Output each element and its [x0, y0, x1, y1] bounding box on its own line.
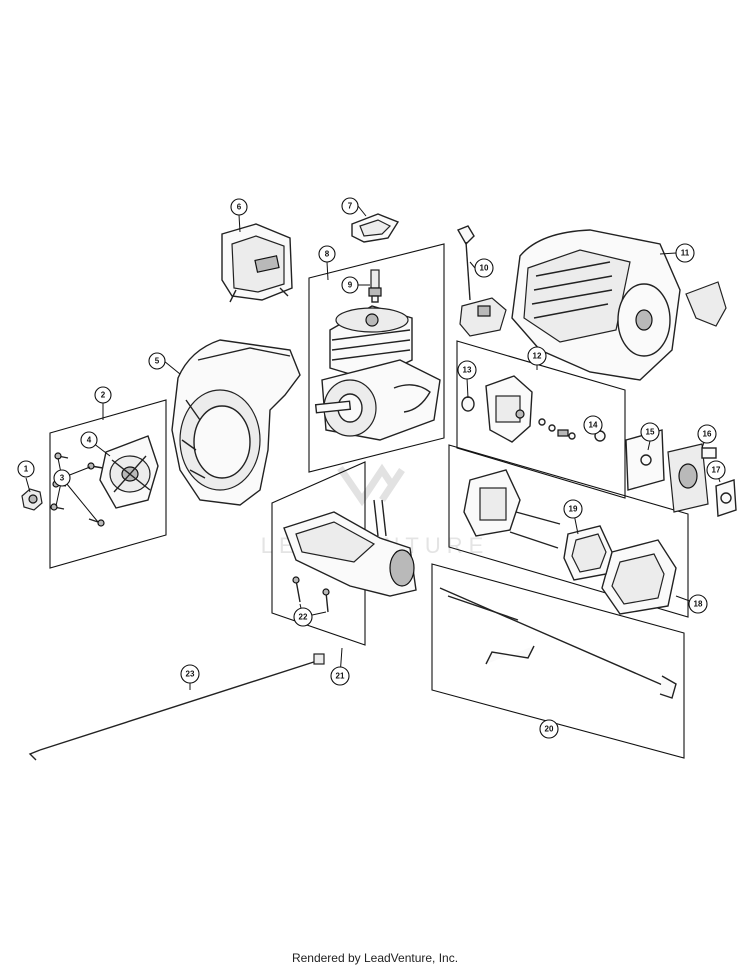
footer-credit: Rendered by LeadVenture, Inc. — [291, 951, 459, 965]
frame-carburetor-air — [448, 444, 689, 618]
callout-7: 7 — [341, 197, 359, 215]
part-23-cable — [28, 653, 325, 761]
frame-fuel-tank — [271, 461, 366, 646]
svg-text:1: 1 — [24, 465, 29, 474]
svg-text:14: 14 — [589, 421, 598, 430]
svg-text:17: 17 — [712, 466, 721, 475]
callout-8: 8 — [318, 245, 336, 263]
callout-14: 14 — [583, 415, 603, 435]
svg-text:9: 9 — [348, 281, 353, 290]
frame-starter-cover — [49, 399, 167, 569]
svg-text:20: 20 — [545, 725, 554, 734]
part-19-filter-element — [563, 525, 613, 581]
svg-text:3: 3 — [60, 474, 65, 483]
svg-text:16: 16 — [703, 430, 712, 439]
callout-17: 17 — [706, 460, 726, 480]
svg-text:21: 21 — [336, 672, 345, 681]
svg-text:7: 7 — [348, 202, 353, 211]
callout-3: 3 — [53, 469, 71, 487]
callout-12: 12 — [527, 346, 547, 366]
svg-text:13: 13 — [463, 366, 472, 375]
callout-11: 11 — [675, 243, 695, 263]
callout-2: 2 — [94, 386, 112, 404]
part-5-housing — [171, 339, 301, 506]
callout-13: 13 — [457, 360, 477, 380]
callout-10: 10 — [474, 258, 494, 278]
callout-4: 4 — [80, 431, 98, 449]
callout-18: 18 — [688, 594, 708, 614]
svg-text:4: 4 — [87, 436, 92, 445]
part-1-nut — [21, 488, 43, 511]
part-21-fuel-tank — [283, 499, 417, 597]
svg-text:5: 5 — [155, 357, 160, 366]
part-13-clip — [461, 396, 475, 412]
callout-23: 23 — [180, 664, 200, 684]
part-10-ignition-coil — [456, 225, 507, 337]
frame-throttle-rod — [431, 563, 685, 759]
frame-ignition — [456, 340, 626, 499]
callout-5: 5 — [148, 352, 166, 370]
part-9-spark-plug — [368, 269, 382, 303]
svg-text:19: 19 — [569, 505, 578, 514]
part-16-carburetor — [667, 443, 717, 513]
callout-16: 16 — [697, 424, 717, 444]
callout-21: 21 — [330, 666, 350, 686]
callouts: 1 2 3 4 5 6 7 8 — [17, 197, 726, 739]
svg-text:23: 23 — [186, 670, 195, 679]
part-18-air-filter-housing — [463, 469, 677, 615]
part-6-muffler — [221, 223, 293, 303]
svg-text:15: 15 — [646, 428, 655, 437]
callout-9: 9 — [341, 276, 359, 294]
part-4-starter-pulley — [99, 435, 159, 509]
svg-text:8: 8 — [325, 250, 330, 259]
part-20-throttle-rod — [439, 587, 677, 699]
part-11-starter-housing — [511, 229, 727, 381]
svg-text:2: 2 — [101, 391, 106, 400]
svg-text:11: 11 — [681, 249, 690, 258]
group-frames — [49, 243, 689, 759]
svg-text:18: 18 — [694, 600, 703, 609]
part-17-gasket — [715, 479, 737, 517]
svg-text:10: 10 — [480, 264, 489, 273]
callout-19: 19 — [563, 499, 583, 519]
callout-22: 22 — [293, 607, 313, 627]
part-7-cover — [351, 213, 400, 243]
part-22-screws — [292, 576, 330, 613]
callout-20: 20 — [539, 719, 559, 739]
callout-6: 6 — [230, 198, 248, 216]
callout-15: 15 — [640, 422, 660, 442]
frame-engine-block — [308, 243, 445, 473]
part-8-engine — [314, 305, 441, 441]
svg-text:22: 22 — [299, 613, 308, 622]
watermark-logo — [337, 463, 405, 507]
part-12-module — [485, 375, 533, 443]
callout-1: 1 — [17, 460, 35, 478]
svg-text:6: 6 — [237, 203, 242, 212]
svg-text:12: 12 — [533, 352, 542, 361]
